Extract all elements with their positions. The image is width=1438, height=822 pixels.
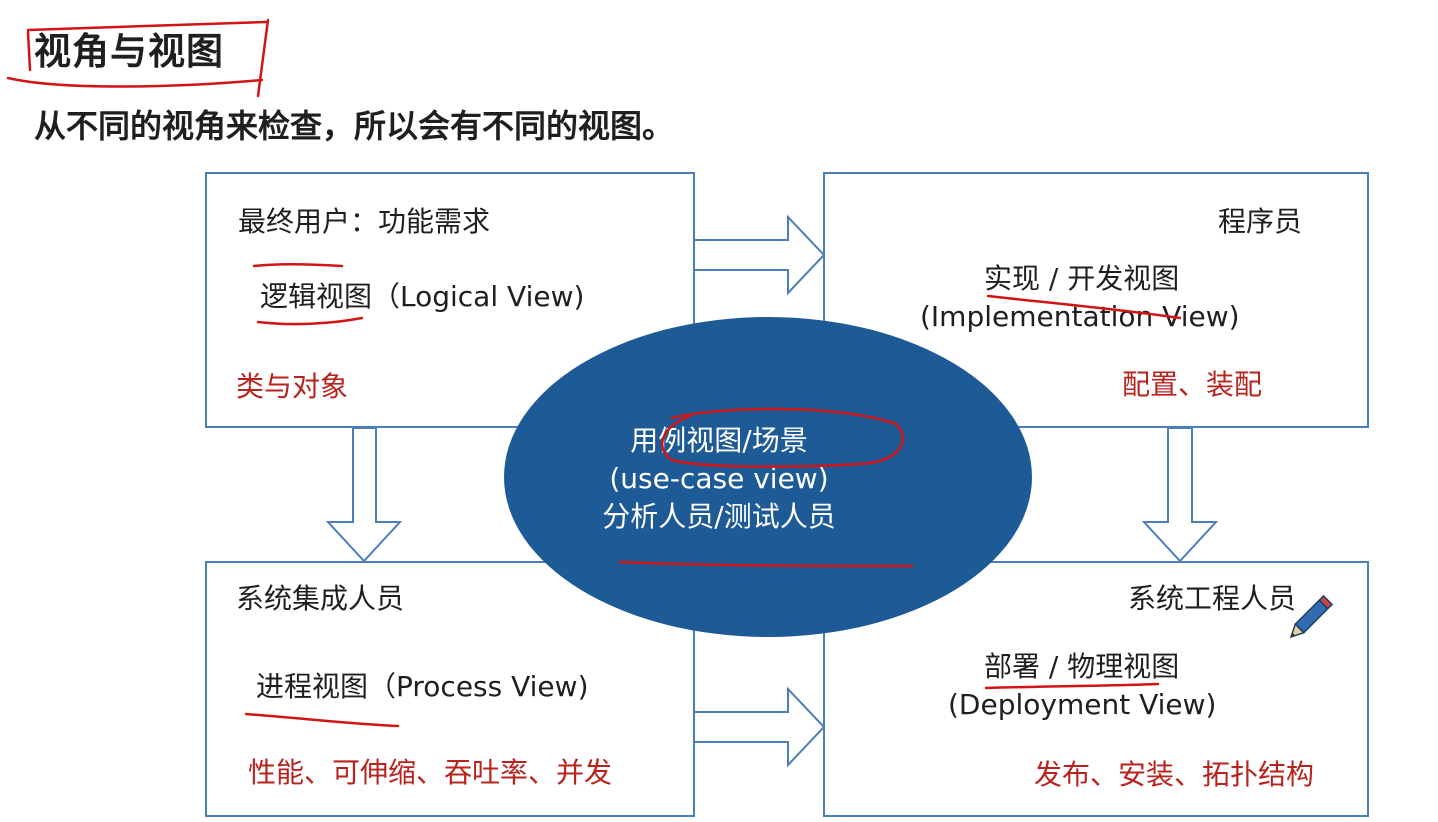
page-subtitle: 从不同的视角来检查，所以会有不同的视图。 [34, 107, 675, 145]
implementation-underline-mark [986, 294, 1182, 320]
deployment-underline-mark [984, 682, 1160, 690]
use-case-underline-mark [618, 560, 914, 568]
logical-role: 最终用户：功能需求 [238, 205, 491, 238]
logical-view-name: 逻辑视图（Logical View) [260, 280, 585, 313]
deployment-view-name-en: (Deployment View) [948, 688, 1217, 721]
title-annotation-box [6, 18, 270, 98]
arrow-process-to-deployment [693, 686, 826, 768]
arrow-logical-to-implementation [693, 214, 826, 296]
implementation-view-name: 实现 / 开发视图 [984, 262, 1180, 295]
logical-overline-mark [252, 262, 344, 268]
process-concerns: 性能、可伸缩、吞吐率、并发 [248, 756, 613, 789]
process-view-name: 进程视图（Process View) [256, 670, 589, 703]
use-case-circle-mark [661, 407, 905, 468]
deployment-concerns: 发布、安装、拓扑结构 [1034, 758, 1315, 791]
process-role: 系统集成人员 [236, 582, 405, 615]
implementation-role: 程序员 [1218, 205, 1303, 238]
implementation-concerns: 配置、装配 [1122, 368, 1263, 401]
logical-underline-mark [256, 316, 364, 326]
deployment-view-name: 部署 / 物理视图 [984, 650, 1180, 683]
use-case-view-name: 用例视图/场景 [630, 424, 808, 457]
pencil-icon [1289, 594, 1334, 639]
process-underline-mark [244, 712, 400, 728]
deployment-role: 系统工程人员 [1128, 582, 1297, 615]
use-case-ellipse [504, 317, 1032, 637]
arrow-implementation-to-deployment [1141, 427, 1219, 563]
use-case-role: 分析人员/测试人员 [602, 500, 836, 533]
page-title: 视角与视图 [34, 30, 224, 73]
logical-concerns: 类与对象 [236, 370, 349, 403]
arrow-logical-to-process [325, 427, 403, 563]
